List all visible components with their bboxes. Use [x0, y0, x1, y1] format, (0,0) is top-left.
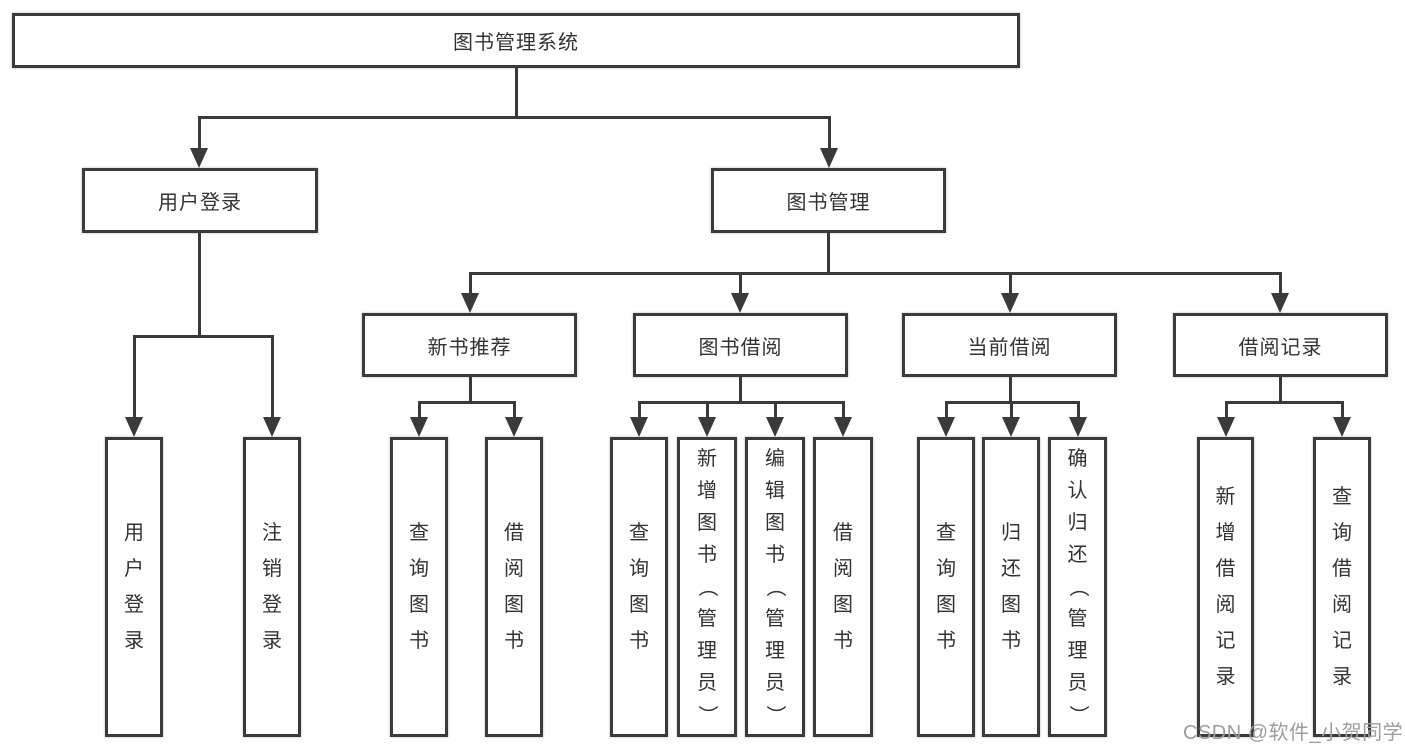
connector-line — [638, 401, 844, 404]
connector-line — [133, 335, 136, 419]
node-label: 借阅记录 — [1238, 336, 1323, 359]
node-label: 用户登录 — [158, 192, 242, 214]
node-label: 新增借阅记录 — [1215, 486, 1236, 688]
connector-line — [469, 377, 472, 404]
connector-line — [828, 116, 831, 150]
connector-line — [774, 401, 777, 419]
node-library-management-system: 图书管理系统 — [12, 13, 1020, 68]
node-label: 归还图书 — [1001, 522, 1021, 652]
leaf-add-book-admin: 新增图书（管理员） — [677, 437, 737, 737]
connector-line — [1225, 401, 1228, 419]
connector-line — [133, 335, 274, 338]
node-label: 确认归还（管理员） — [1066, 448, 1089, 725]
connector-line — [271, 335, 274, 419]
node-book-borrow: 图书借阅 — [633, 313, 848, 377]
arrowhead-icon — [461, 293, 479, 313]
node-label: 图书管理 — [786, 192, 871, 214]
arrowhead-icon — [410, 417, 428, 437]
node-label: 新增图书（管理员） — [696, 448, 718, 725]
connector-line — [418, 401, 516, 404]
connector-line — [1279, 377, 1282, 404]
node-label: 用户登录 — [124, 522, 144, 652]
node-label: 查询图书 — [409, 522, 429, 652]
connector-line — [739, 272, 742, 297]
arrowhead-icon — [820, 148, 838, 168]
arrowhead-icon — [766, 417, 784, 437]
connector-line — [706, 401, 709, 419]
node-new-book-recommend: 新书推荐 — [362, 313, 577, 377]
arrowhead-icon — [1002, 417, 1020, 437]
leaf-add-borrow-record: 新增借阅记录 — [1197, 437, 1254, 737]
connector-line — [827, 233, 830, 275]
leaf-query-borrow-record: 查询借阅记录 — [1313, 437, 1371, 737]
arrowhead-icon — [1333, 417, 1351, 437]
leaf-borrow-book-2: 借阅图书 — [813, 437, 873, 737]
connector-line — [638, 401, 641, 419]
connector-line — [1225, 401, 1343, 404]
leaf-borrow-book: 借阅图书 — [485, 437, 543, 737]
node-current-borrow: 当前借阅 — [902, 313, 1117, 377]
node-label: 当前借阅 — [967, 336, 1052, 359]
connector-line — [198, 233, 201, 338]
arrowhead-icon — [263, 417, 281, 437]
connector-line — [469, 272, 472, 297]
connector-line — [469, 272, 1282, 275]
arrowhead-icon — [1271, 293, 1289, 313]
leaf-edit-book-admin: 编辑图书（管理员） — [745, 437, 805, 737]
connector-line — [1010, 401, 1013, 419]
connector-line — [1077, 401, 1080, 419]
node-label: 借阅图书 — [504, 522, 524, 652]
arrowhead-icon — [731, 293, 749, 313]
node-label: 查询借阅记录 — [1332, 486, 1352, 688]
connector-line — [1009, 272, 1012, 297]
connector-line — [513, 401, 516, 419]
arrowhead-icon — [1001, 293, 1019, 313]
connector-line — [945, 401, 948, 419]
arrowhead-icon — [190, 148, 208, 168]
node-label: 查询图书 — [629, 522, 649, 652]
csdn-watermark: CSDN @软件_小贺同学 — [1183, 722, 1404, 744]
connector-line — [739, 377, 742, 404]
node-label: 查询图书 — [936, 522, 956, 652]
leaf-return-book: 归还图书 — [982, 437, 1040, 737]
node-label: 编辑图书（管理员） — [764, 448, 786, 725]
node-book-management: 图书管理 — [711, 168, 946, 233]
connector-line — [198, 116, 831, 119]
arrowhead-icon — [1217, 417, 1235, 437]
node-label: 图书管理系统 — [453, 32, 579, 54]
connector-line — [515, 68, 518, 119]
connector-line — [1279, 272, 1282, 297]
node-label: 注销登录 — [262, 522, 282, 652]
connector-line — [198, 116, 201, 150]
arrowhead-icon — [937, 417, 955, 437]
arrowhead-icon — [630, 417, 648, 437]
leaf-query-book: 查询图书 — [390, 437, 448, 737]
arrowhead-icon — [698, 417, 716, 437]
leaf-confirm-return-admin: 确认归还（管理员） — [1048, 437, 1107, 737]
connector-line — [1009, 377, 1012, 404]
leaf-user-login: 用户登录 — [105, 437, 163, 737]
connector-line — [1341, 401, 1344, 419]
arrowhead-icon — [1069, 417, 1087, 437]
node-label: 借阅图书 — [833, 522, 853, 652]
leaf-logout-login: 注销登录 — [243, 437, 301, 737]
node-borrow-record: 借阅记录 — [1173, 313, 1388, 377]
leaf-query-book-2: 查询图书 — [610, 437, 668, 737]
node-user-login: 用户登录 — [82, 168, 318, 233]
connector-line — [842, 401, 845, 419]
arrowhead-icon — [505, 417, 523, 437]
arrowhead-icon — [125, 417, 143, 437]
connector-line — [418, 401, 421, 419]
leaf-query-book-3: 查询图书 — [917, 437, 975, 737]
node-label: 图书借阅 — [698, 336, 783, 359]
node-label: 新书推荐 — [427, 336, 512, 359]
arrowhead-icon — [834, 417, 852, 437]
